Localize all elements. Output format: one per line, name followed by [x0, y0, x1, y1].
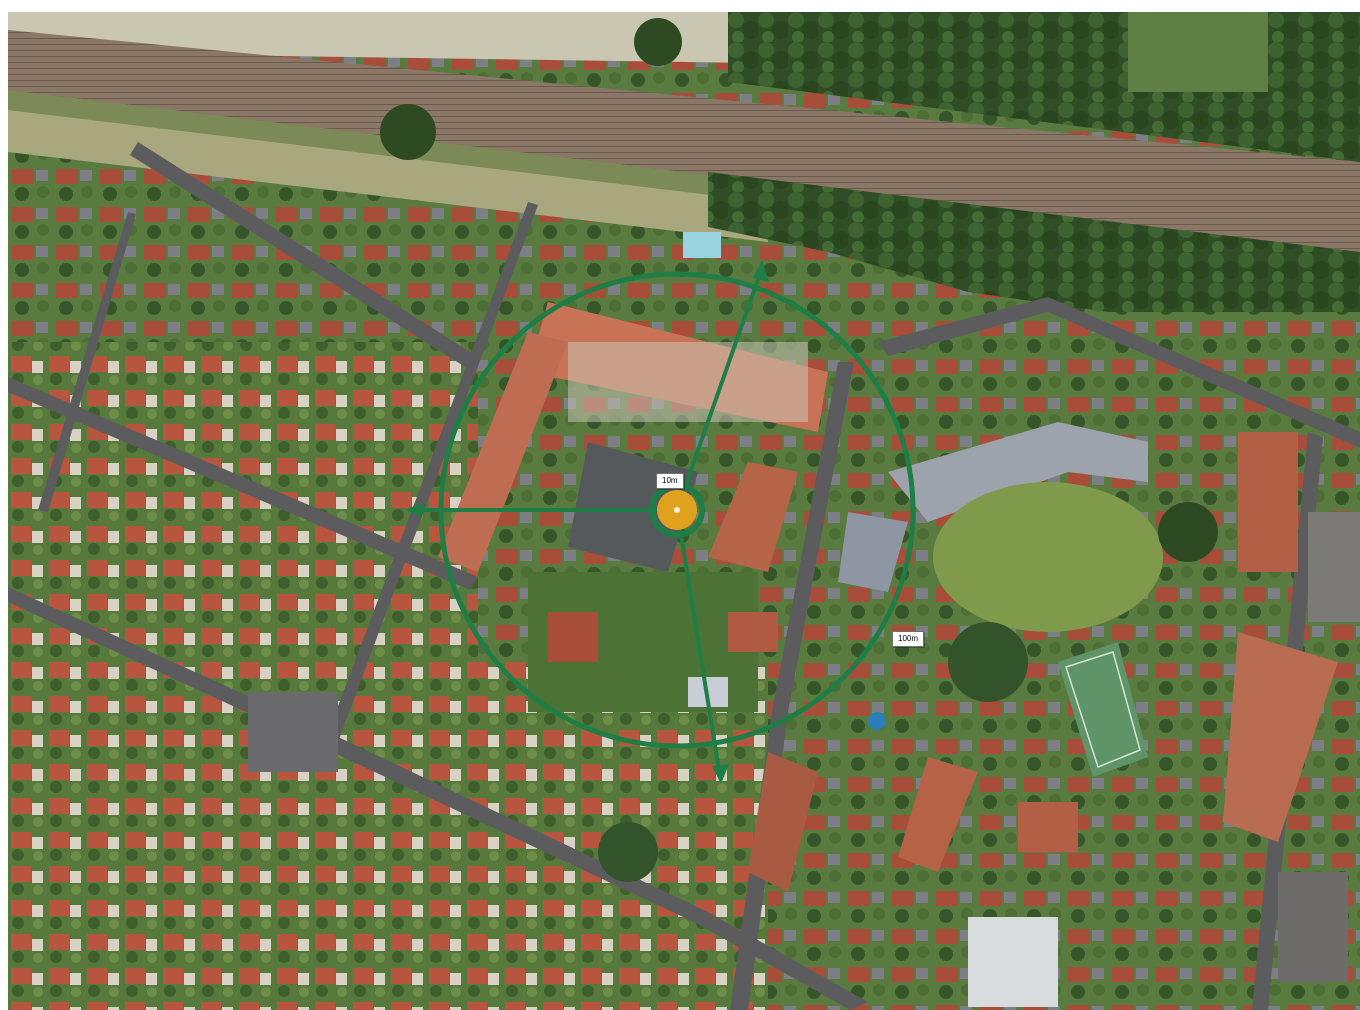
radius-line-south: [675, 509, 722, 777]
radius-line-north: [675, 267, 764, 511]
aerial-map[interactable]: 10m 100m: [8, 12, 1360, 1010]
arrowhead-west: [406, 502, 422, 518]
center-point: [674, 507, 680, 513]
arrowhead-south: [712, 764, 729, 784]
outer-radius-label: 100m: [892, 631, 925, 647]
inner-radius-label: 10m: [656, 473, 684, 489]
arrowhead-north: [753, 260, 769, 282]
radius-overlay: [406, 260, 916, 784]
aerial-imagery: [8, 12, 1360, 1010]
